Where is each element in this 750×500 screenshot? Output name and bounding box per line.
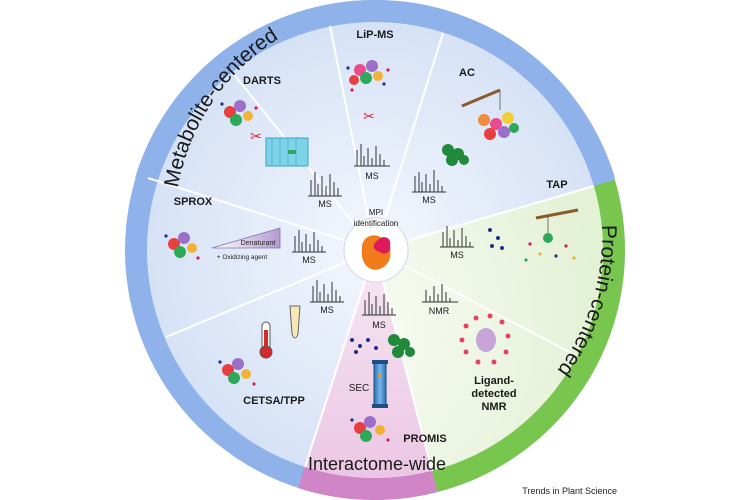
- sec-column-icon: [372, 360, 388, 408]
- method-cetsa-tpp: CETSA/TPP: [243, 395, 305, 407]
- ms-label-cetsa: MS: [320, 305, 334, 315]
- interactome-sector: [305, 250, 432, 478]
- sec-label: SEC: [349, 383, 370, 394]
- ms-label-lipms: MS: [365, 171, 379, 181]
- nmr-label: NMR: [429, 306, 450, 316]
- ac-beads: [461, 88, 519, 140]
- spectrum-ac: [412, 170, 446, 193]
- spectrum-darts: [308, 172, 342, 197]
- ms-label-darts: MS: [318, 199, 332, 209]
- interactome-wide-label: Interactome-wide: [308, 454, 446, 474]
- denaturant-gradient: [211, 227, 281, 249]
- method-ligand-line3: NMR: [481, 401, 506, 413]
- tap-bait: [524, 208, 579, 262]
- thermometer-icon: [259, 321, 273, 359]
- metabolite-blob: [373, 237, 391, 254]
- cetsa-protein-cluster: [218, 358, 256, 386]
- lipms-protein-cluster: [346, 60, 390, 92]
- method-tap: TAP: [546, 179, 567, 191]
- promis-small-molecules: [350, 338, 378, 354]
- spectrum-tap: [440, 226, 474, 248]
- ms-label-ac: MS: [422, 195, 436, 205]
- sprox-protein-cluster: [164, 232, 200, 260]
- spectrum-lipms: [354, 144, 390, 167]
- ms-label-promis: MS: [372, 320, 386, 330]
- promis-protein-cluster: [350, 416, 390, 442]
- scissors-icon: ✂: [363, 108, 375, 124]
- darts-gel: [265, 137, 309, 167]
- denaturant-label: Denaturant: [241, 240, 276, 247]
- spectra: [292, 144, 474, 316]
- spectrum-nmr: [422, 284, 458, 303]
- nmr-ligand-ring: [459, 313, 511, 365]
- method-darts: DARTS: [243, 75, 281, 87]
- center-label-line2: identification: [354, 219, 398, 228]
- spectrum-sprox: [292, 230, 326, 253]
- journal-credit: Trends in Plant Science: [522, 486, 617, 496]
- tap-small-molecules: [488, 228, 504, 250]
- method-ligand-line1: Ligand-: [474, 375, 514, 387]
- promis-green-proteins: [388, 334, 415, 358]
- center-label-line1: MPI: [369, 208, 383, 217]
- method-lipms: LiP-MS: [356, 29, 393, 41]
- test-tube-icon: [289, 305, 301, 339]
- darts-scissors-icon: ✂: [250, 128, 262, 144]
- ac-green-proteins: [442, 144, 469, 166]
- method-ligand-line2: detected: [471, 388, 516, 400]
- center-node: MPI identification: [343, 208, 409, 283]
- method-ac: AC: [459, 67, 475, 79]
- method-promis: PROMIS: [403, 433, 446, 445]
- spectrum-promis: [362, 292, 396, 316]
- darts-protein-cluster: [220, 100, 258, 126]
- ms-label-sprox: MS: [302, 255, 316, 265]
- oxidizing-agent-label: + Oxidizing agent: [217, 254, 268, 261]
- method-sprox: SPROX: [174, 196, 213, 208]
- spectrum-cetsa: [310, 280, 344, 303]
- ms-label-tap: MS: [450, 250, 464, 260]
